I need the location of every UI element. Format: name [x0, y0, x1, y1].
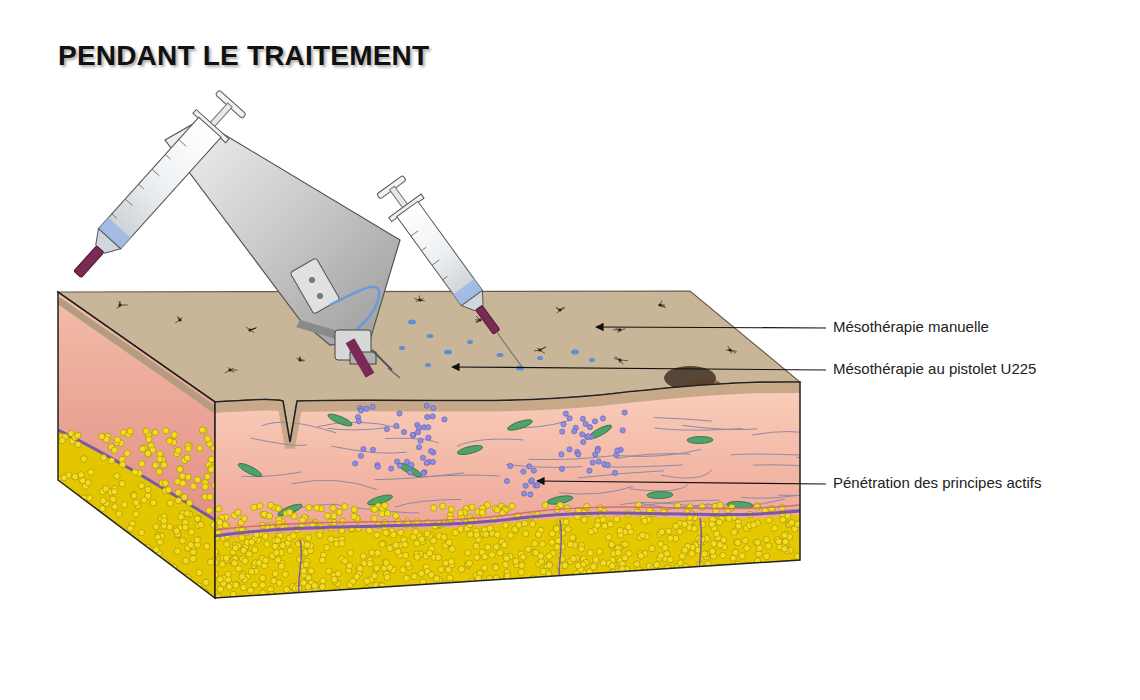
- manual-syringe: [373, 173, 538, 379]
- title: PENDANT LE TRAITEMENT: [58, 40, 429, 72]
- gun-syringe: [61, 87, 249, 289]
- callout-label: Pénétration des principes actifs: [833, 474, 1041, 491]
- leader-lines: [452, 327, 826, 484]
- callout-label: Mésothérapie manuelle: [833, 318, 989, 335]
- callout-label: Mésothérapie au pistolet U225: [833, 360, 1036, 377]
